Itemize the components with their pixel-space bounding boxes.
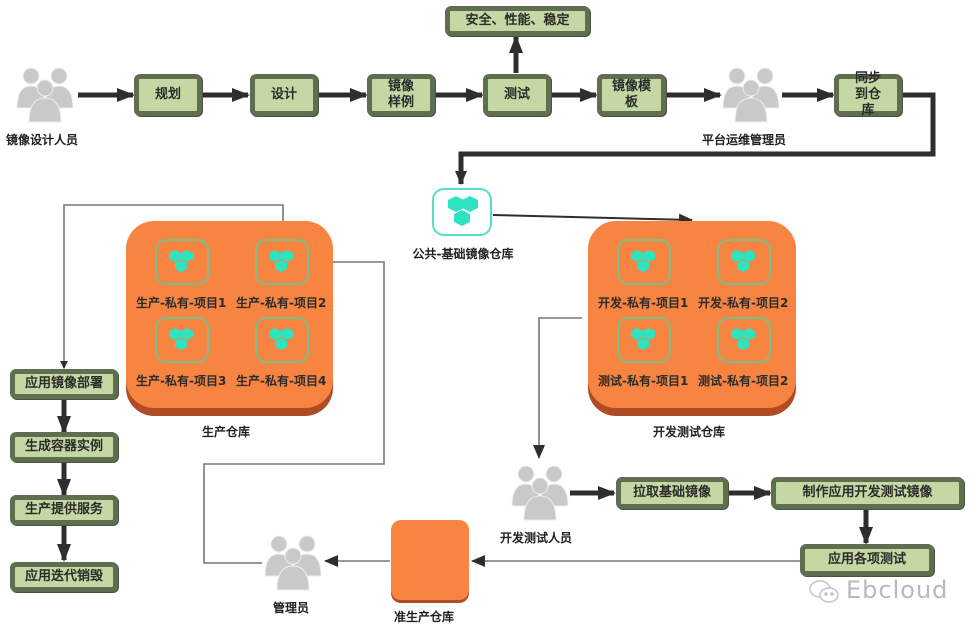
devtest-repo-icon bbox=[717, 317, 771, 363]
prod-repo-label: 生产-私有-项目3 bbox=[136, 374, 227, 388]
devtest-repo-label: 测试-私有-项目1 bbox=[598, 374, 689, 388]
public-repo-label: 公共-基础镜像仓库 bbox=[412, 247, 514, 261]
admin-actor-label: 管理员 bbox=[273, 601, 310, 615]
devtest-repo-label: 测试-私有-项目2 bbox=[698, 374, 789, 388]
prod-repo-icon bbox=[155, 239, 209, 285]
prod-repo-label: 生产-私有-项目1 bbox=[136, 296, 227, 310]
deploy-step-1: 应用镜像部署 bbox=[10, 369, 118, 399]
watermark-text: Ebcloud bbox=[846, 576, 949, 604]
devtest-warehouse bbox=[588, 221, 796, 408]
wechat-icon bbox=[808, 578, 840, 610]
preprod-warehouse bbox=[391, 520, 469, 600]
devtest-repo-label: 开发-私有-项目1 bbox=[598, 296, 689, 310]
deploy-step-4: 应用迭代销毁 bbox=[10, 562, 118, 592]
step-template: 镜像模板 bbox=[597, 74, 666, 116]
prod-repo-icon bbox=[255, 317, 309, 363]
dev-step-pull: 拉取基础镜像 bbox=[616, 477, 728, 509]
devtest-warehouse-title: 开发测试仓库 bbox=[653, 425, 726, 439]
admin-actor-icon bbox=[263, 532, 323, 592]
deploy-step-2: 生成容器实例 bbox=[10, 432, 118, 462]
devtest-repo-icon bbox=[717, 239, 771, 285]
designer-actor-icon bbox=[15, 64, 75, 124]
public-repo-icon bbox=[432, 188, 492, 236]
preprod-warehouse-label: 准生产仓库 bbox=[394, 610, 455, 624]
prod-repo-icon bbox=[255, 239, 309, 285]
arrow-devtest-to-dev-actor bbox=[533, 317, 582, 459]
arrow-admin-to-prod bbox=[203, 256, 385, 564]
prod-repo-label: 生产-私有-项目4 bbox=[236, 374, 327, 388]
step-test: 测试 bbox=[483, 74, 551, 116]
devtest-repo-label: 开发-私有-项目2 bbox=[698, 296, 789, 310]
prod-repo-label: 生产-私有-项目2 bbox=[236, 296, 327, 310]
quality-box: 安全、性能、稳定 bbox=[445, 6, 590, 36]
dev-step-make: 制作应用开发测试镜像 bbox=[771, 477, 964, 509]
prod-warehouse bbox=[126, 221, 333, 408]
dev-actor-icon bbox=[510, 462, 570, 522]
step-sync: 同步到仓库 bbox=[834, 71, 902, 118]
prod-repo-icon bbox=[155, 317, 209, 363]
arrow-sync-to-public-repo bbox=[455, 92, 936, 185]
devtest-repo-icon bbox=[617, 317, 671, 363]
ops-actor-icon bbox=[721, 64, 781, 124]
prod-warehouse-title: 生产仓库 bbox=[202, 425, 251, 439]
arrow-public-to-devtest bbox=[492, 213, 693, 226]
designer-actor-label: 镜像设计人员 bbox=[6, 133, 79, 147]
step-plan: 规划 bbox=[134, 74, 202, 116]
deploy-step-3: 生产提供服务 bbox=[10, 495, 118, 525]
step-design: 设计 bbox=[250, 74, 318, 116]
step-sample: 镜像样例 bbox=[367, 74, 435, 116]
ops-actor-label: 平台运维管理员 bbox=[702, 133, 787, 147]
dev-actor-label: 开发测试人员 bbox=[500, 531, 573, 545]
dev-step-test: 应用各项测试 bbox=[800, 544, 934, 576]
devtest-repo-icon bbox=[617, 239, 671, 285]
